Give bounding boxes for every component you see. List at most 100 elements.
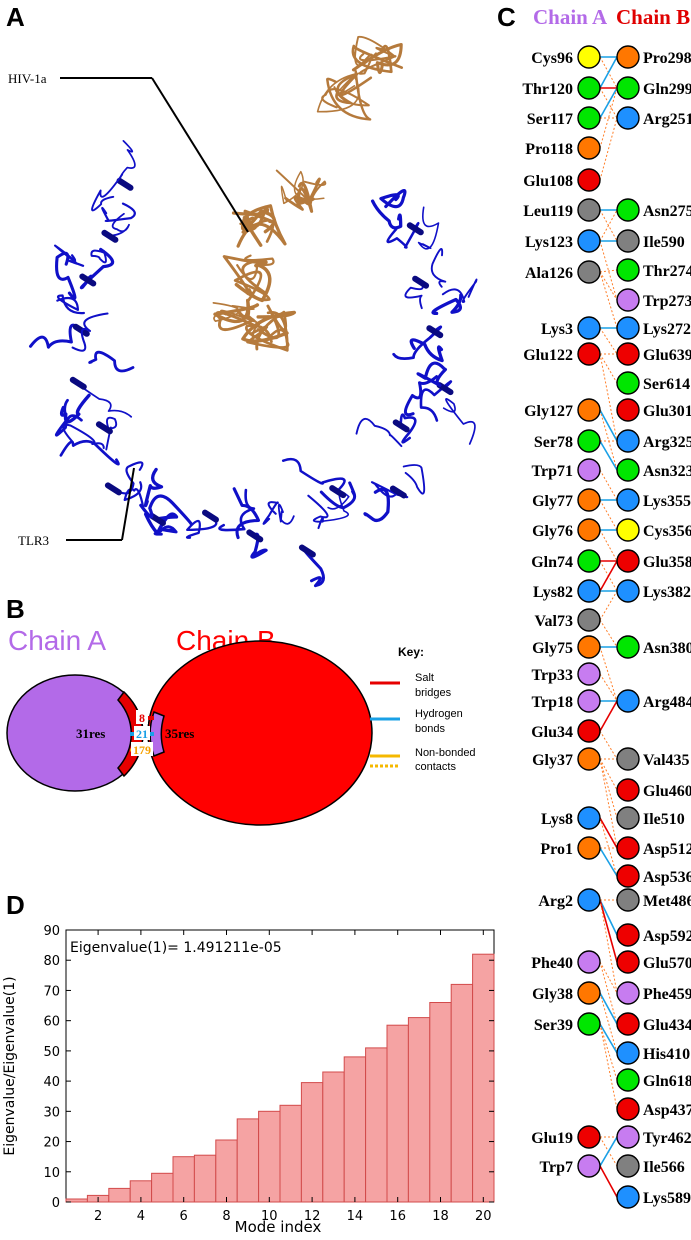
panel-a-structure: HIV-1a TLR3 (8, 35, 478, 588)
chain-b-column: Pro298Gln299Arg251Asn275Ile590Thr274Trp2… (616, 45, 691, 1209)
chain-a-residue-label: Ser78 (534, 434, 573, 451)
x-tick-label: 10 (261, 1209, 278, 1224)
tlr3-ribbon-segment (185, 514, 218, 539)
x-tick-label: 2 (94, 1209, 102, 1224)
chain-a-residue-node (577, 106, 601, 130)
tlr3-ribbon-segment (430, 248, 447, 288)
chain-b-residue-label: Asp437 (643, 1102, 691, 1119)
chain-a-residue-node (577, 806, 601, 830)
chain-b-residue-label: Trp273 (643, 293, 691, 310)
hbond-link (599, 1136, 618, 1167)
eigenvalue-bar (258, 1110, 281, 1203)
eigenvalue-bar (322, 1071, 345, 1203)
hiv-ribbon-segment (220, 309, 260, 345)
chain-b-residue-label: Lys272 (643, 321, 691, 338)
x-tick-label: 4 (137, 1209, 145, 1224)
chain-a-residue-label: Gln74 (531, 554, 573, 571)
eigenvalue-bar (300, 1082, 324, 1203)
chain-a-residue-label: Glu108 (523, 173, 573, 190)
nonbond-link (599, 499, 618, 531)
chain-a-residue-label: Lys123 (525, 234, 573, 251)
tlr3-ribbon-segment (143, 467, 164, 508)
hiv-ribbon-segment (296, 181, 315, 213)
nonbond-link (599, 758, 618, 849)
y-tick-label: 30 (43, 1105, 60, 1120)
chain-b-residue-label: Ile566 (643, 1159, 685, 1176)
chain-a-residue-label: Ser117 (527, 111, 573, 128)
tlr3-ribbon-segment (232, 487, 261, 540)
tlr3-beta-strand (406, 222, 424, 236)
hbond-link (599, 992, 618, 1025)
chain-a-residue-node (577, 168, 601, 192)
chain-a-header: Chain A (533, 5, 608, 29)
chain-a-residue-label: Trp18 (532, 694, 573, 711)
chain-b-residue-label: His410 (643, 1046, 690, 1063)
chain-b-residue-node (616, 316, 640, 340)
chain-b-residue-node (616, 429, 640, 453)
chain-a-residue-label: Trp71 (532, 463, 573, 480)
nonbond-link (599, 899, 618, 994)
chain-b-residue-label: Asp512 (643, 841, 691, 858)
chain-a-residue-node (577, 888, 601, 912)
eigenvalue-bar (472, 953, 495, 1203)
chain-a-residue-node (577, 1125, 601, 1149)
nonbond-link (599, 529, 618, 562)
tlr3-ribbon-segment (71, 312, 109, 352)
tlr3-ribbon-segment (281, 457, 346, 493)
tlr3-ribbon-segment (59, 439, 120, 466)
nonbond-link (599, 327, 618, 355)
chain-b-residue-node (616, 923, 640, 947)
chain-b-residue-label: Glu639 (643, 347, 691, 364)
nonbond-link (599, 1023, 618, 1110)
nonbond-link (599, 117, 618, 181)
tlr3-ribbon-segment (119, 140, 136, 185)
chain-b-residue-node (616, 836, 640, 860)
chain-b-residue-label: Thr274 (643, 263, 691, 280)
key-salt-label-2: bridges (415, 687, 452, 699)
key-hbond-label-2: bonds (415, 723, 445, 735)
tlr3-beta-strand (95, 421, 113, 435)
chain-a-residue-node (577, 488, 601, 512)
tlr3-beta-strand (104, 482, 122, 496)
x-tick-label: 14 (347, 1209, 364, 1224)
tlr3-ribbon-segment (399, 413, 417, 444)
chain-a-residue-node (577, 719, 601, 743)
hbond-link (599, 440, 618, 471)
hiv-ribbon-segment (326, 70, 372, 121)
key-nonbond-label-2: contacts (415, 761, 456, 773)
chain-a-residue-node (577, 198, 601, 222)
chain-b-residue-label: Glu301 (643, 403, 691, 420)
hiv-ribbon-segment (241, 310, 296, 343)
nonbond-link (599, 758, 618, 819)
salt-bridge-link (599, 700, 618, 732)
chain-a-residue-label: Ser39 (534, 1017, 573, 1034)
tlr3-ribbon-segment (153, 525, 178, 536)
nonbond-link (599, 961, 618, 1025)
key-nonbond-label-1: Non-bonded (415, 747, 476, 759)
label-tlr3: TLR3 (18, 533, 49, 548)
eigenvalue-bar (151, 1172, 174, 1203)
nonbond-link (599, 353, 618, 442)
nonbond-count: 179 (133, 743, 151, 757)
chain-b-residue-label: Lys589 (643, 1190, 691, 1207)
tlr3-ribbon-segment (392, 325, 443, 361)
chain-b-residue-label: Asp592 (643, 928, 691, 945)
chain-b-header: Chain B (616, 5, 690, 29)
interaction-lines (599, 56, 618, 1198)
panel-letter-b: B (6, 594, 25, 624)
chain-a-residue-label: Leu119 (523, 203, 573, 220)
hiv-ribbon-segment (321, 86, 370, 109)
chain-b-residue-node (616, 1097, 640, 1121)
chain-b-residue-node (616, 198, 640, 222)
y-tick-label: 60 (43, 1015, 60, 1030)
chain-a-title: Chain A (8, 625, 106, 656)
chain-b-residue-label: Arg251 (643, 111, 691, 128)
tlr3-ribbon-segment (442, 398, 476, 445)
tlr3-ribbon-segment (355, 417, 403, 448)
eigenvalue-bar (386, 1024, 409, 1203)
key-hbond-label-1: Hydrogen (415, 708, 463, 720)
panel-c-interactions: Chain A Chain B Cys96Thr120Ser117Pro118G… (522, 5, 691, 1209)
hbond-link (599, 899, 618, 936)
chain-b-residue-node (616, 229, 640, 253)
chain-b-residue-node (616, 579, 640, 603)
